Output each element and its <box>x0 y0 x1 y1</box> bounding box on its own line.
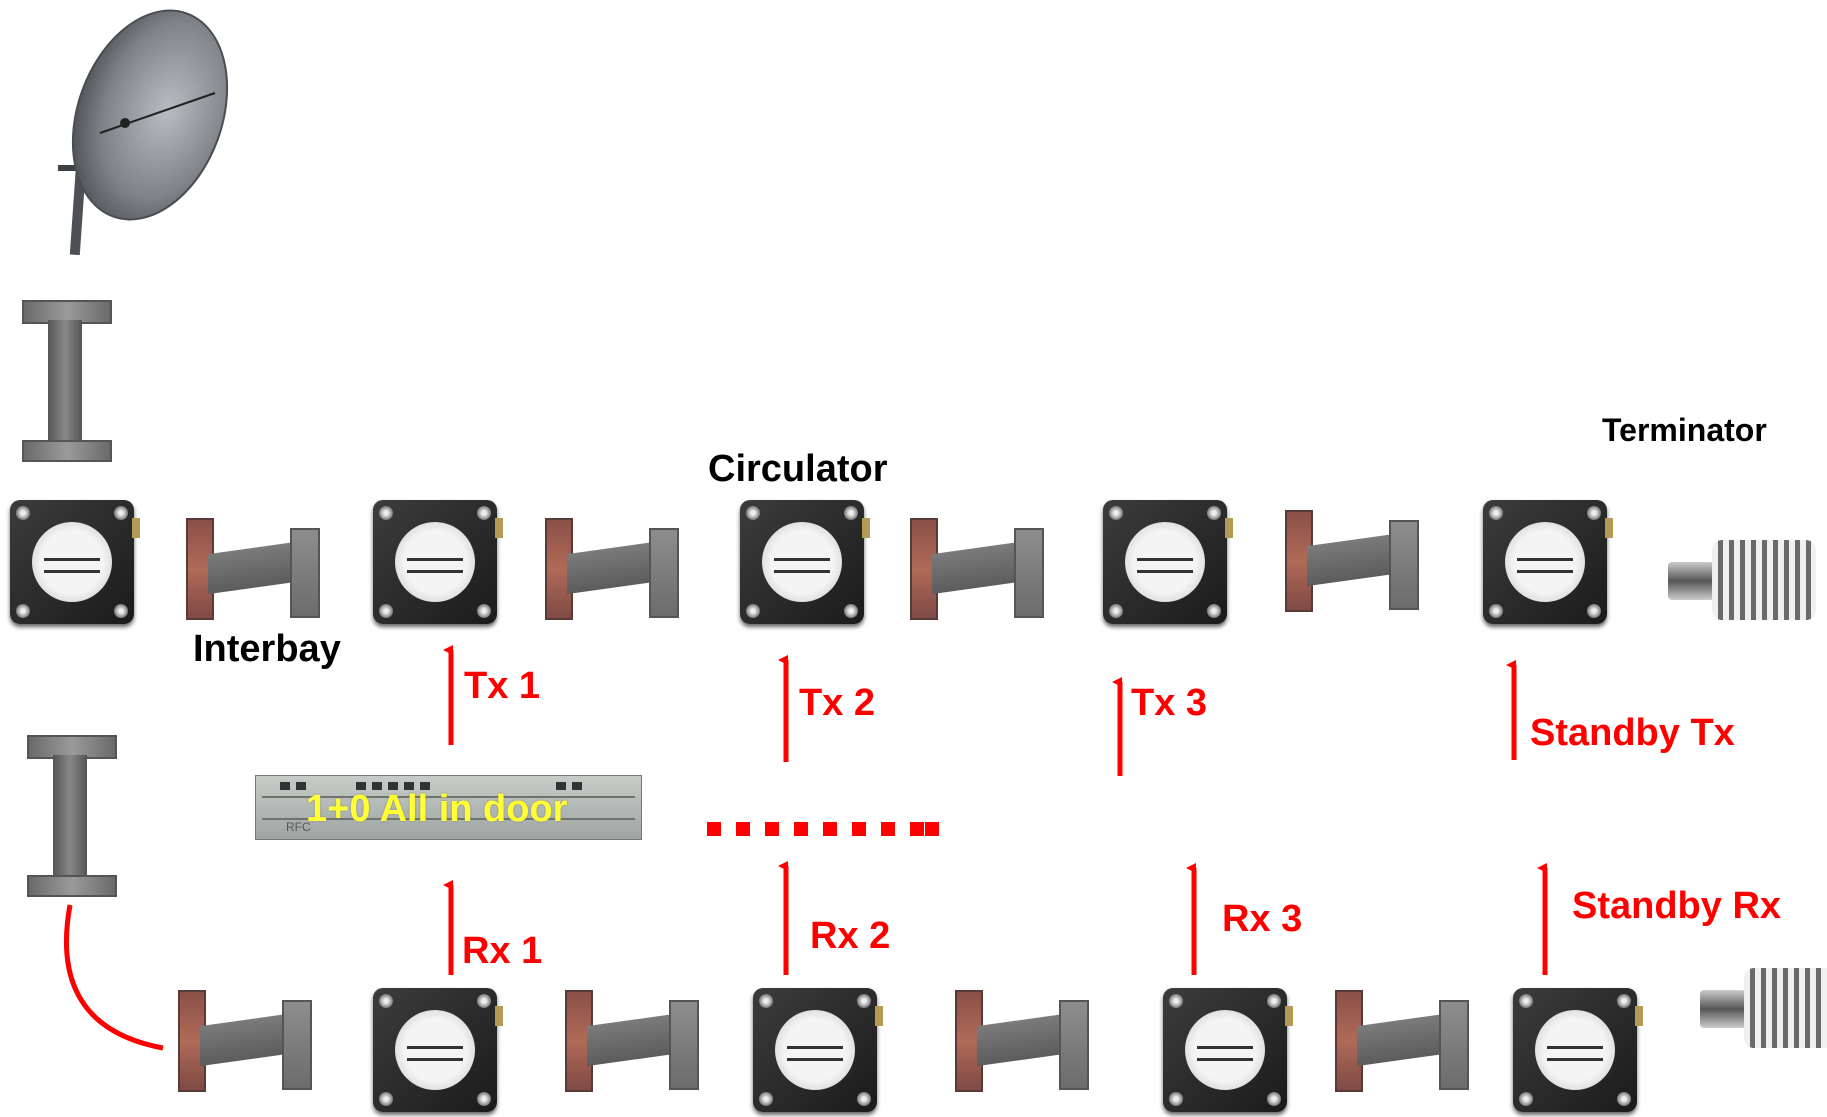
tx3-label: Tx 3 <box>1131 682 1208 724</box>
waveguide-bend-rx-2 <box>565 990 700 1092</box>
circulator-tx-0 <box>10 500 140 624</box>
rx-connection-curve <box>63 904 164 1051</box>
interbay-label: Interbay <box>193 628 341 670</box>
waveguide-bend-tx-4 <box>1285 510 1420 612</box>
circulator-rx-standby <box>1513 988 1643 1112</box>
circulator-rx-3 <box>1163 988 1293 1112</box>
terminator-tx <box>1668 540 1818 620</box>
vertical-waveguide-top <box>10 300 120 462</box>
circulator-tx-2 <box>740 500 870 624</box>
circulator-tx-1 <box>373 500 503 624</box>
terminator-label: Terminator <box>1602 412 1767 448</box>
rack-small-label: RFC <box>286 820 311 834</box>
circulator-tx-standby <box>1483 500 1613 624</box>
standby-rx-label: Standby Rx <box>1572 885 1782 927</box>
waveguide-bend-rx-3 <box>955 990 1090 1092</box>
waveguide-bend-tx-2 <box>545 518 680 620</box>
terminator-rx <box>1700 968 1827 1048</box>
circulator-label: Circulator <box>708 448 888 490</box>
circulator-rx-2 <box>753 988 883 1112</box>
rack-caption: 1+0 All in door <box>306 788 568 830</box>
tx1-label: Tx 1 <box>464 665 541 707</box>
waveguide-bend-tx-1 <box>186 518 321 620</box>
tx2-label: Tx 2 <box>799 682 876 724</box>
continuation-dots <box>707 822 939 836</box>
dish-antenna-icon <box>58 9 229 256</box>
rx3-label: Rx 3 <box>1222 898 1303 940</box>
rx2-label: Rx 2 <box>810 915 891 957</box>
standby-tx-label: Standby Tx <box>1530 712 1735 754</box>
waveguide-bend-tx-3 <box>910 518 1045 620</box>
indoor-rack-unit: RFC 1+0 All in door <box>255 775 642 840</box>
rx1-label: Rx 1 <box>462 930 543 972</box>
waveguide-bend-rx-4 <box>1335 990 1470 1092</box>
vertical-waveguide-bottom <box>15 735 125 897</box>
circulator-tx-3 <box>1103 500 1233 624</box>
waveguide-bend-rx-1 <box>178 990 313 1092</box>
circulator-rx-1 <box>373 988 503 1112</box>
